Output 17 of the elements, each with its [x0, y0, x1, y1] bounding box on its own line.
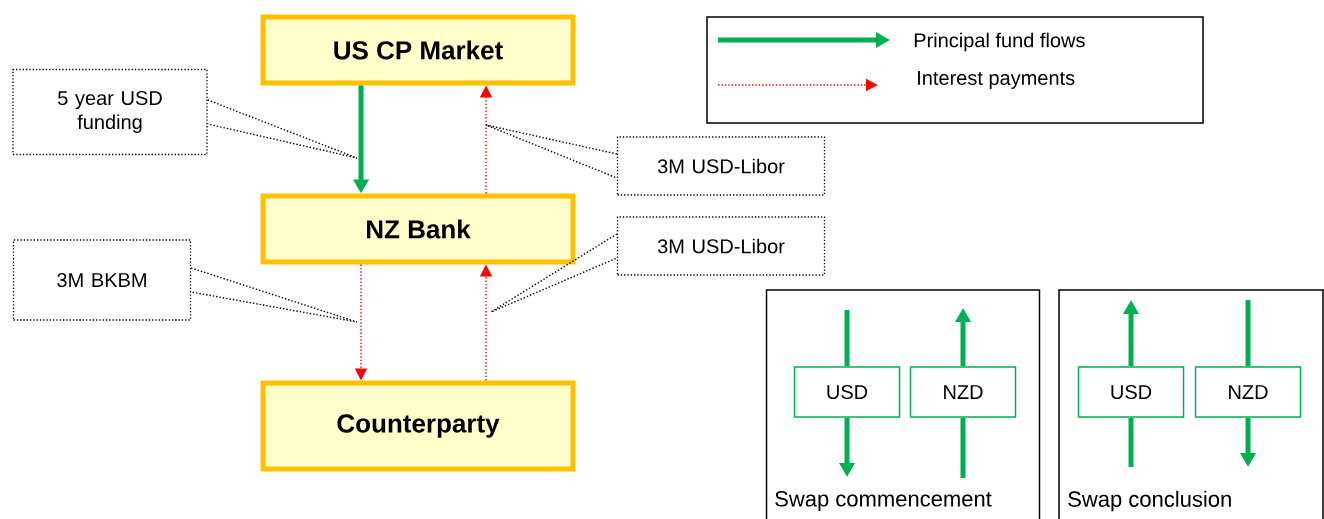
currency-box: USD — [793, 366, 901, 418]
currency-box: USD — [1077, 366, 1185, 418]
callout-box: 3M USD-Libor — [616, 216, 826, 276]
entity-box: US CP Market — [260, 14, 576, 86]
legend-label: Interest payments — [918, 71, 1075, 89]
entity-box: NZ Bank — [260, 193, 576, 265]
currency-box: NZD — [909, 366, 1017, 418]
callout-box: 3M BKBM — [12, 239, 192, 321]
leader-line — [206, 99, 358, 159]
currency-box: NZD — [1194, 366, 1302, 418]
entity-box: Counterparty — [260, 380, 576, 472]
leader-line — [490, 233, 618, 313]
legend-label: Principal fund flows — [914, 32, 1085, 52]
callout-box: 5 year USD funding — [12, 68, 208, 156]
leader-line — [190, 267, 358, 323]
callout-box: 3M USD-Libor — [616, 136, 826, 196]
leader-line — [485, 124, 618, 179]
